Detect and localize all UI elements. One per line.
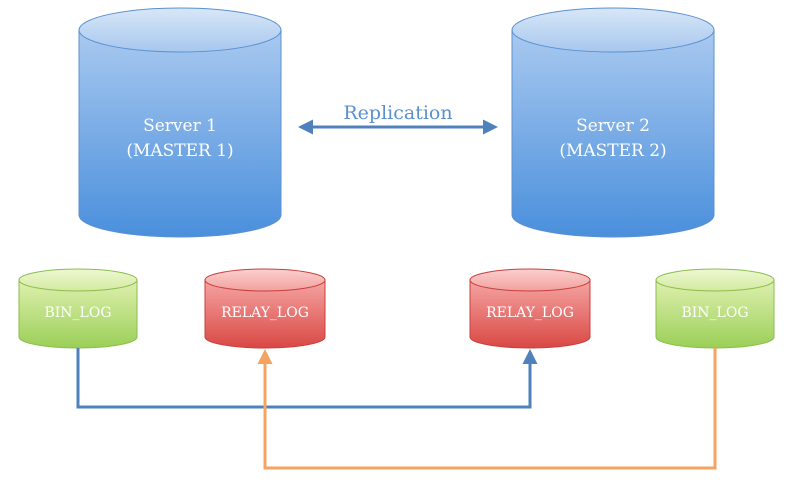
- relay-log-2-cylinder: RELAY_LOG: [469, 268, 591, 349]
- server-2-name: Server 2: [576, 116, 650, 136]
- relay-log-1-cylinder: RELAY_LOG: [204, 268, 326, 349]
- relay-log-1-label: RELAY_LOG: [221, 305, 309, 321]
- server-1-role: (MASTER 1): [126, 141, 233, 161]
- bin-log-2-label: BIN_LOG: [681, 305, 748, 321]
- binlog1-to-relaylog2-connector: [76, 348, 538, 409]
- bin-log-2-cylinder: BIN_LOG: [655, 268, 775, 349]
- server-2-cylinder: Server 2 (MASTER 2): [511, 7, 715, 238]
- server-1-cylinder: Server 1 (MASTER 1): [78, 7, 282, 238]
- bin-log-1-cylinder: BIN_LOG: [18, 268, 138, 349]
- server-2-role: (MASTER 2): [559, 141, 666, 161]
- server-1-name: Server 1: [143, 116, 217, 136]
- replication-label: Replication: [343, 102, 452, 124]
- relay-log-2-label: RELAY_LOG: [486, 305, 574, 321]
- bin-log-1-label: BIN_LOG: [44, 305, 111, 321]
- binlog2-to-relaylog1-connector: [257, 348, 717, 470]
